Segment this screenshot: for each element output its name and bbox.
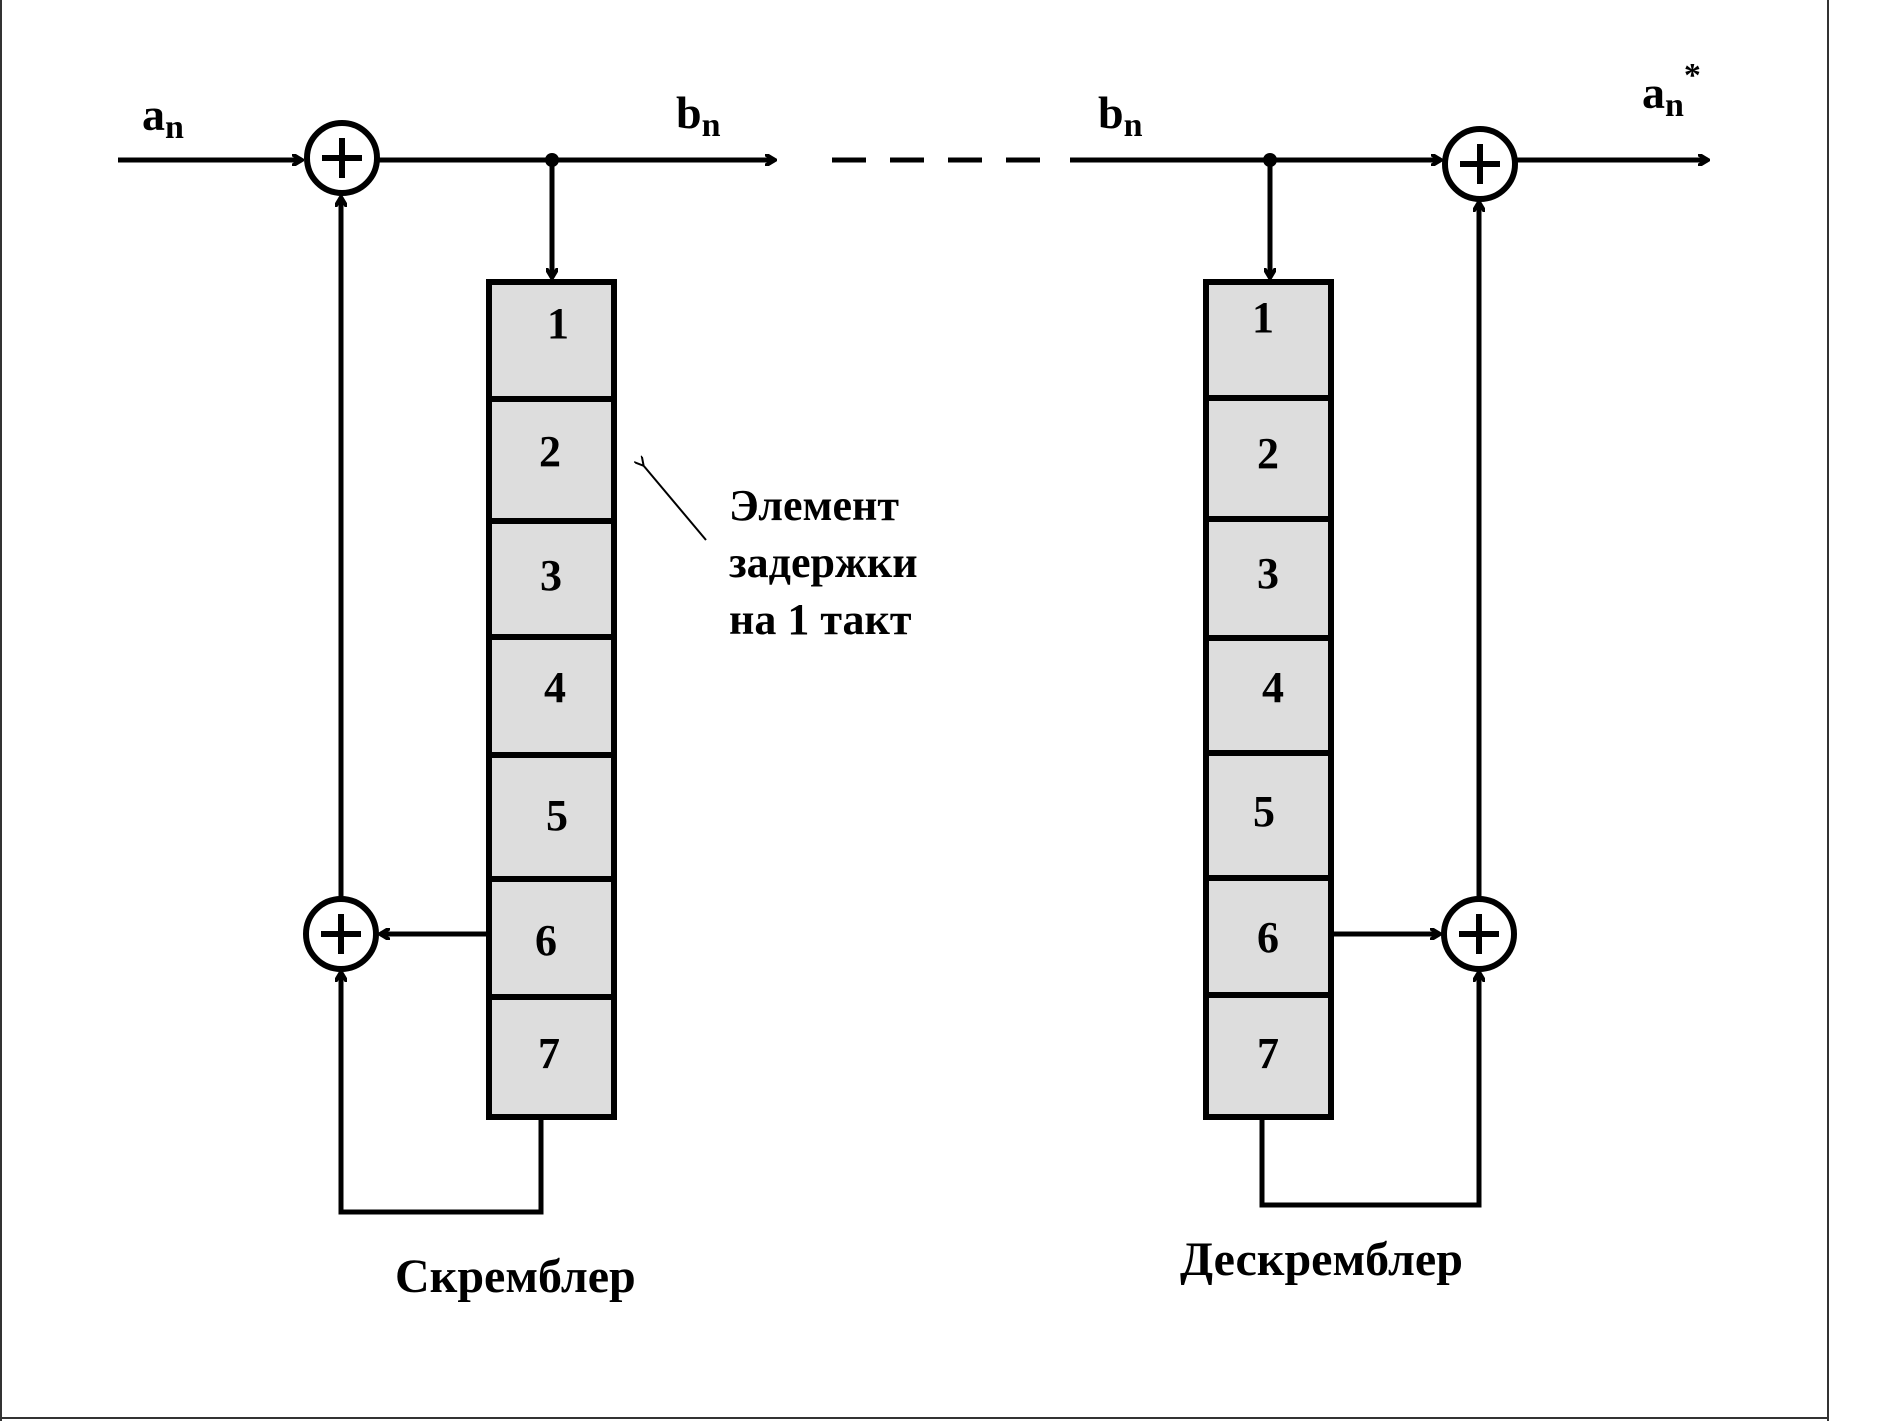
scrambler: an bn 1 2 3 4 5 — [118, 87, 775, 1303]
descrambler-cell-number: 6 — [1257, 913, 1279, 962]
annotation-line: на 1 такт — [729, 595, 912, 644]
scrambler-caption: Скремблер — [395, 1250, 636, 1303]
descrambler-cell-3 — [1203, 516, 1334, 641]
scrambler-cell-4 — [486, 634, 617, 758]
descrambler-cell-1 — [1203, 279, 1334, 401]
annotation-pointer-arrow — [643, 465, 707, 541]
scrambler-cell-7 — [486, 994, 617, 1120]
scrambler-cell-number: 3 — [540, 551, 562, 600]
scrambler-tap7-line — [341, 972, 544, 1215]
descrambler-tap7-line — [1259, 972, 1479, 1208]
descrambler-bottom-xor-icon — [1441, 896, 1517, 972]
scrambler-cell-number: 4 — [544, 663, 566, 712]
scrambler-cell-number: 6 — [535, 916, 557, 965]
scrambler-bottom-xor-icon — [303, 896, 379, 972]
scrambler-input-label: an — [142, 89, 184, 146]
descrambler-cell-number: 1 — [1252, 293, 1274, 342]
scrambler-top-xor-icon — [304, 120, 380, 196]
scrambler-cell-6 — [486, 876, 617, 1000]
descrambler-cell-number: 5 — [1253, 787, 1275, 836]
scrambler-cell-number: 1 — [547, 299, 569, 348]
scrambler-shift-register: 1 2 3 4 5 6 7 — [486, 279, 617, 1120]
descrambler: bn an* 1 2 3 4 5 6 — [1070, 57, 1708, 1286]
descrambler-caption: Дескремблер — [1180, 1233, 1463, 1286]
delay-element-annotation: Элемент задержки на 1 такт — [643, 465, 918, 644]
descrambler-cell-number: 4 — [1262, 663, 1284, 712]
descrambler-cell-number: 7 — [1257, 1029, 1279, 1078]
scrambler-cell-number: 2 — [539, 427, 561, 476]
descrambler-cell-4 — [1203, 635, 1334, 756]
scrambler-cell-number: 7 — [538, 1029, 560, 1078]
descrambler-cell-5 — [1203, 750, 1334, 881]
descrambler-cell-2 — [1203, 395, 1334, 522]
scrambler-cell-3 — [486, 518, 617, 640]
annotation-line: задержки — [729, 538, 918, 587]
annotation-line: Элемент — [729, 481, 899, 530]
descrambler-cell-number: 3 — [1257, 549, 1279, 598]
scrambler-cell-5 — [486, 752, 617, 882]
scrambler-output-label: bn — [676, 87, 721, 144]
descrambler-input-label: bn — [1098, 87, 1143, 144]
descrambler-output-label: an* — [1642, 57, 1701, 124]
scrambler-cell-1 — [486, 279, 617, 402]
descrambler-cell-6 — [1203, 875, 1334, 998]
scrambler-cell-number: 5 — [546, 791, 568, 840]
descrambler-cell-number: 2 — [1257, 429, 1279, 478]
descrambler-top-xor-icon — [1442, 126, 1518, 202]
descrambler-cell-7 — [1203, 992, 1334, 1120]
descrambler-shift-register: 1 2 3 4 5 6 7 — [1203, 279, 1334, 1120]
